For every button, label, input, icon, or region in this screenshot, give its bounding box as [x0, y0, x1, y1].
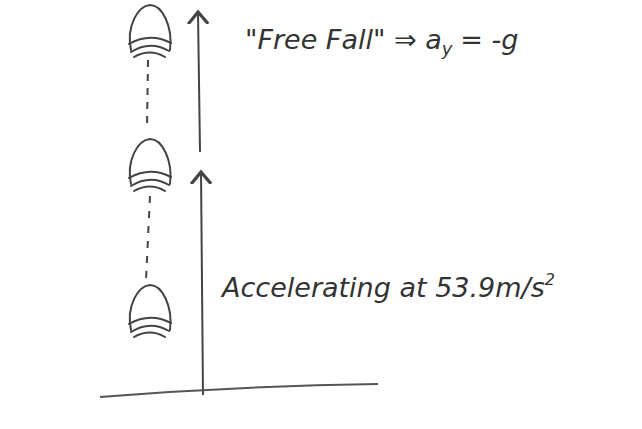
note-text: Accelerating at 53.9m/s [222, 272, 545, 303]
arrow-accelerating [201, 172, 203, 395]
superscript: 2 [545, 270, 555, 289]
free-fall-note: "Free Fall" ⇒ ay = -g [245, 24, 518, 60]
subscript: y [442, 38, 453, 59]
trail-middle [146, 196, 150, 280]
rocket-bottom [129, 285, 171, 337]
note-text: = -g [460, 24, 518, 55]
arrow-free-fall [198, 12, 200, 152]
trail-top [147, 60, 148, 128]
rocket-top [129, 5, 171, 57]
note-text: "Free Fall" ⇒ a [245, 24, 442, 55]
rocket-middle [129, 139, 171, 191]
ground-line [100, 384, 378, 397]
acceleration-note: Accelerating at 53.9m/s2 [222, 270, 555, 304]
